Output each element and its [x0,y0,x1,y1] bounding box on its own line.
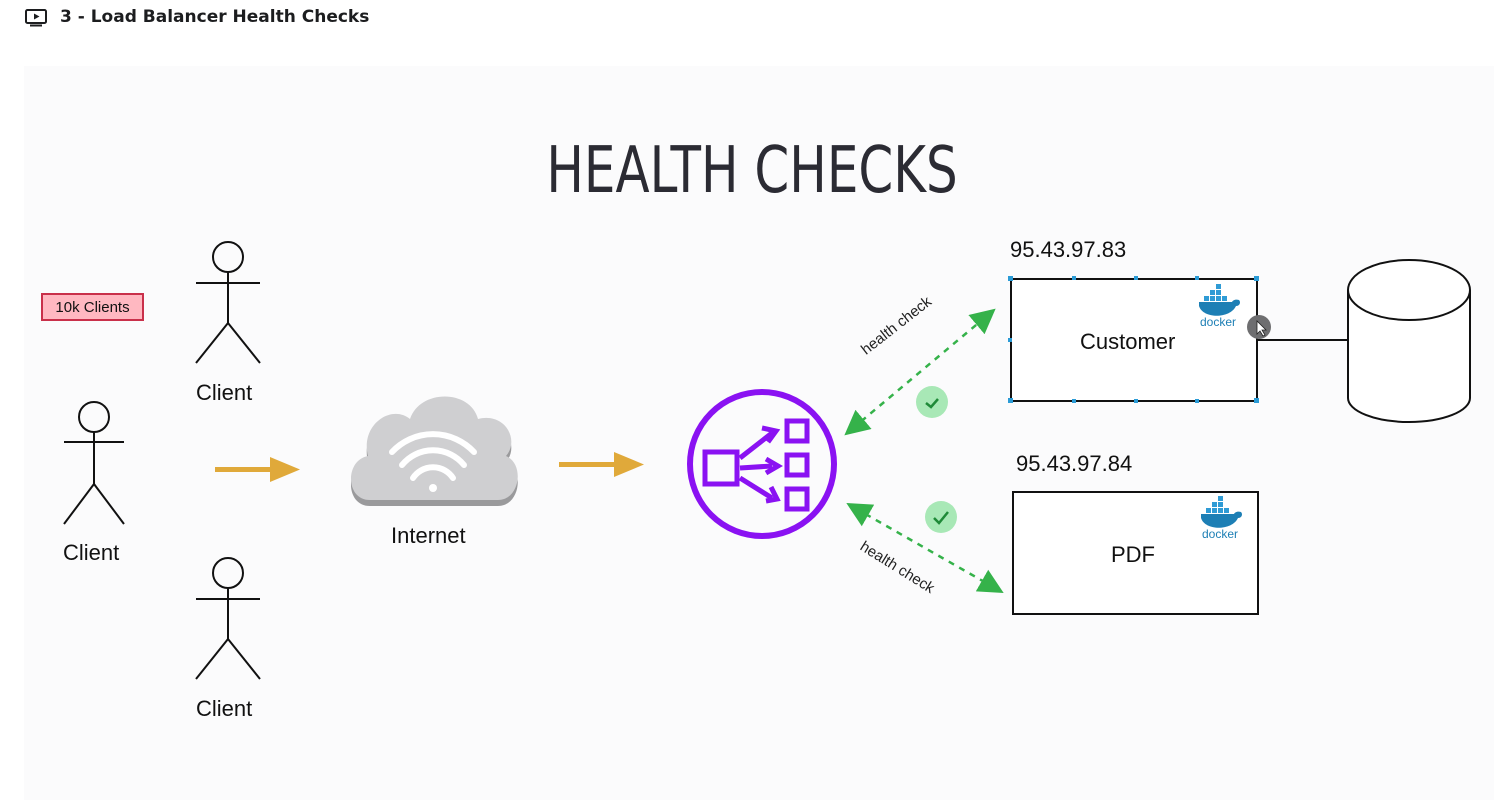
selection-handles-icon [1008,276,1259,403]
check-badge-customer-icon [916,386,948,418]
client-left-icon [63,401,125,525]
lesson-header: 3 - Load Balancer Health Checks [0,0,1494,38]
video-player[interactable] [24,66,1494,800]
pdf-server-label: PDF [1111,542,1155,567]
customer-ip-label: 95.43.97.83 [1010,237,1127,262]
docker-logo-customer-icon: docker [1199,284,1240,329]
client-bottom-label: Client [196,696,253,721]
client-left-label: Client [63,540,120,565]
client-top-label: Client [196,380,253,405]
client-bottom-icon [195,557,261,680]
clients-count-badge: 10k Clients [41,293,144,321]
database-icon [1347,259,1471,423]
load-balancer-icon [687,389,837,539]
health-check-arrow-customer [844,308,996,436]
customer-server-label: Customer [1080,329,1176,354]
svg-text:docker: docker [1200,315,1236,329]
arrow-clients-to-internet-icon [215,457,300,482]
lesson-title: 3 - Load Balancer Health Checks [60,7,370,27]
play-video-icon [25,9,47,27]
internet-label: Internet [391,523,466,548]
internet-cloud-icon [350,396,518,506]
arrow-internet-to-loadbalancer-icon [559,452,644,477]
client-top-icon [195,241,261,364]
docker-logo-pdf-icon: docker [1201,496,1242,541]
pdf-server-box [1012,491,1259,615]
slide-title: HEALTH CHECKS [546,134,958,208]
svg-text:docker: docker [1202,527,1238,541]
mouse-cursor-icon [1247,315,1271,339]
check-badge-pdf-icon [925,501,957,533]
health-check-arrow-pdf [846,503,1004,593]
pdf-ip-label: 95.43.97.84 [1016,451,1133,476]
